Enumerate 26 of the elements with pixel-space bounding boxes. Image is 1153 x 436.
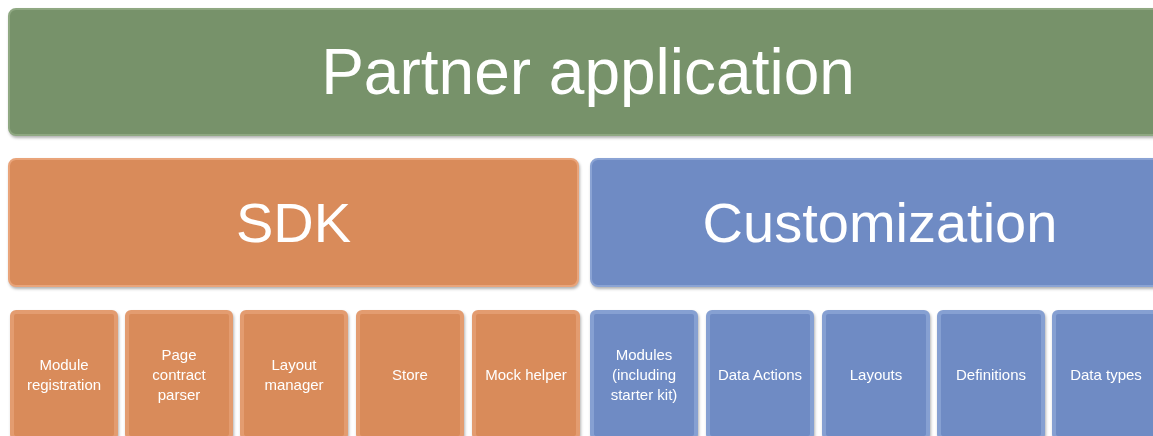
box-label: SDK (234, 189, 353, 256)
component-box (706, 310, 814, 436)
box-label: Mock helper (484, 365, 568, 385)
layer-bar (590, 158, 1153, 287)
component-box (240, 310, 348, 436)
component-box (937, 310, 1045, 436)
component-box (10, 310, 118, 436)
layer-bar (8, 158, 579, 287)
component-box (125, 310, 233, 436)
box-label: Definitions (954, 365, 1027, 385)
box-label: Customization (701, 189, 1059, 256)
box-label: Layout manager (263, 355, 325, 395)
component-box (472, 310, 580, 436)
box-label: Layouts (848, 365, 904, 385)
component-box (822, 310, 930, 436)
box-label: Partner application (320, 35, 856, 110)
component-box (356, 310, 464, 436)
box-label: Data types (1069, 365, 1143, 385)
box-label: Data Actions (716, 365, 804, 385)
box-label: Page contract parser (151, 345, 207, 405)
component-box (590, 310, 698, 436)
layer-bar (8, 8, 1153, 136)
box-label: Modules (including starter kit) (609, 345, 679, 405)
box-label: Module registration (25, 355, 103, 395)
component-box (1052, 310, 1153, 436)
box-label: Store (391, 365, 429, 385)
